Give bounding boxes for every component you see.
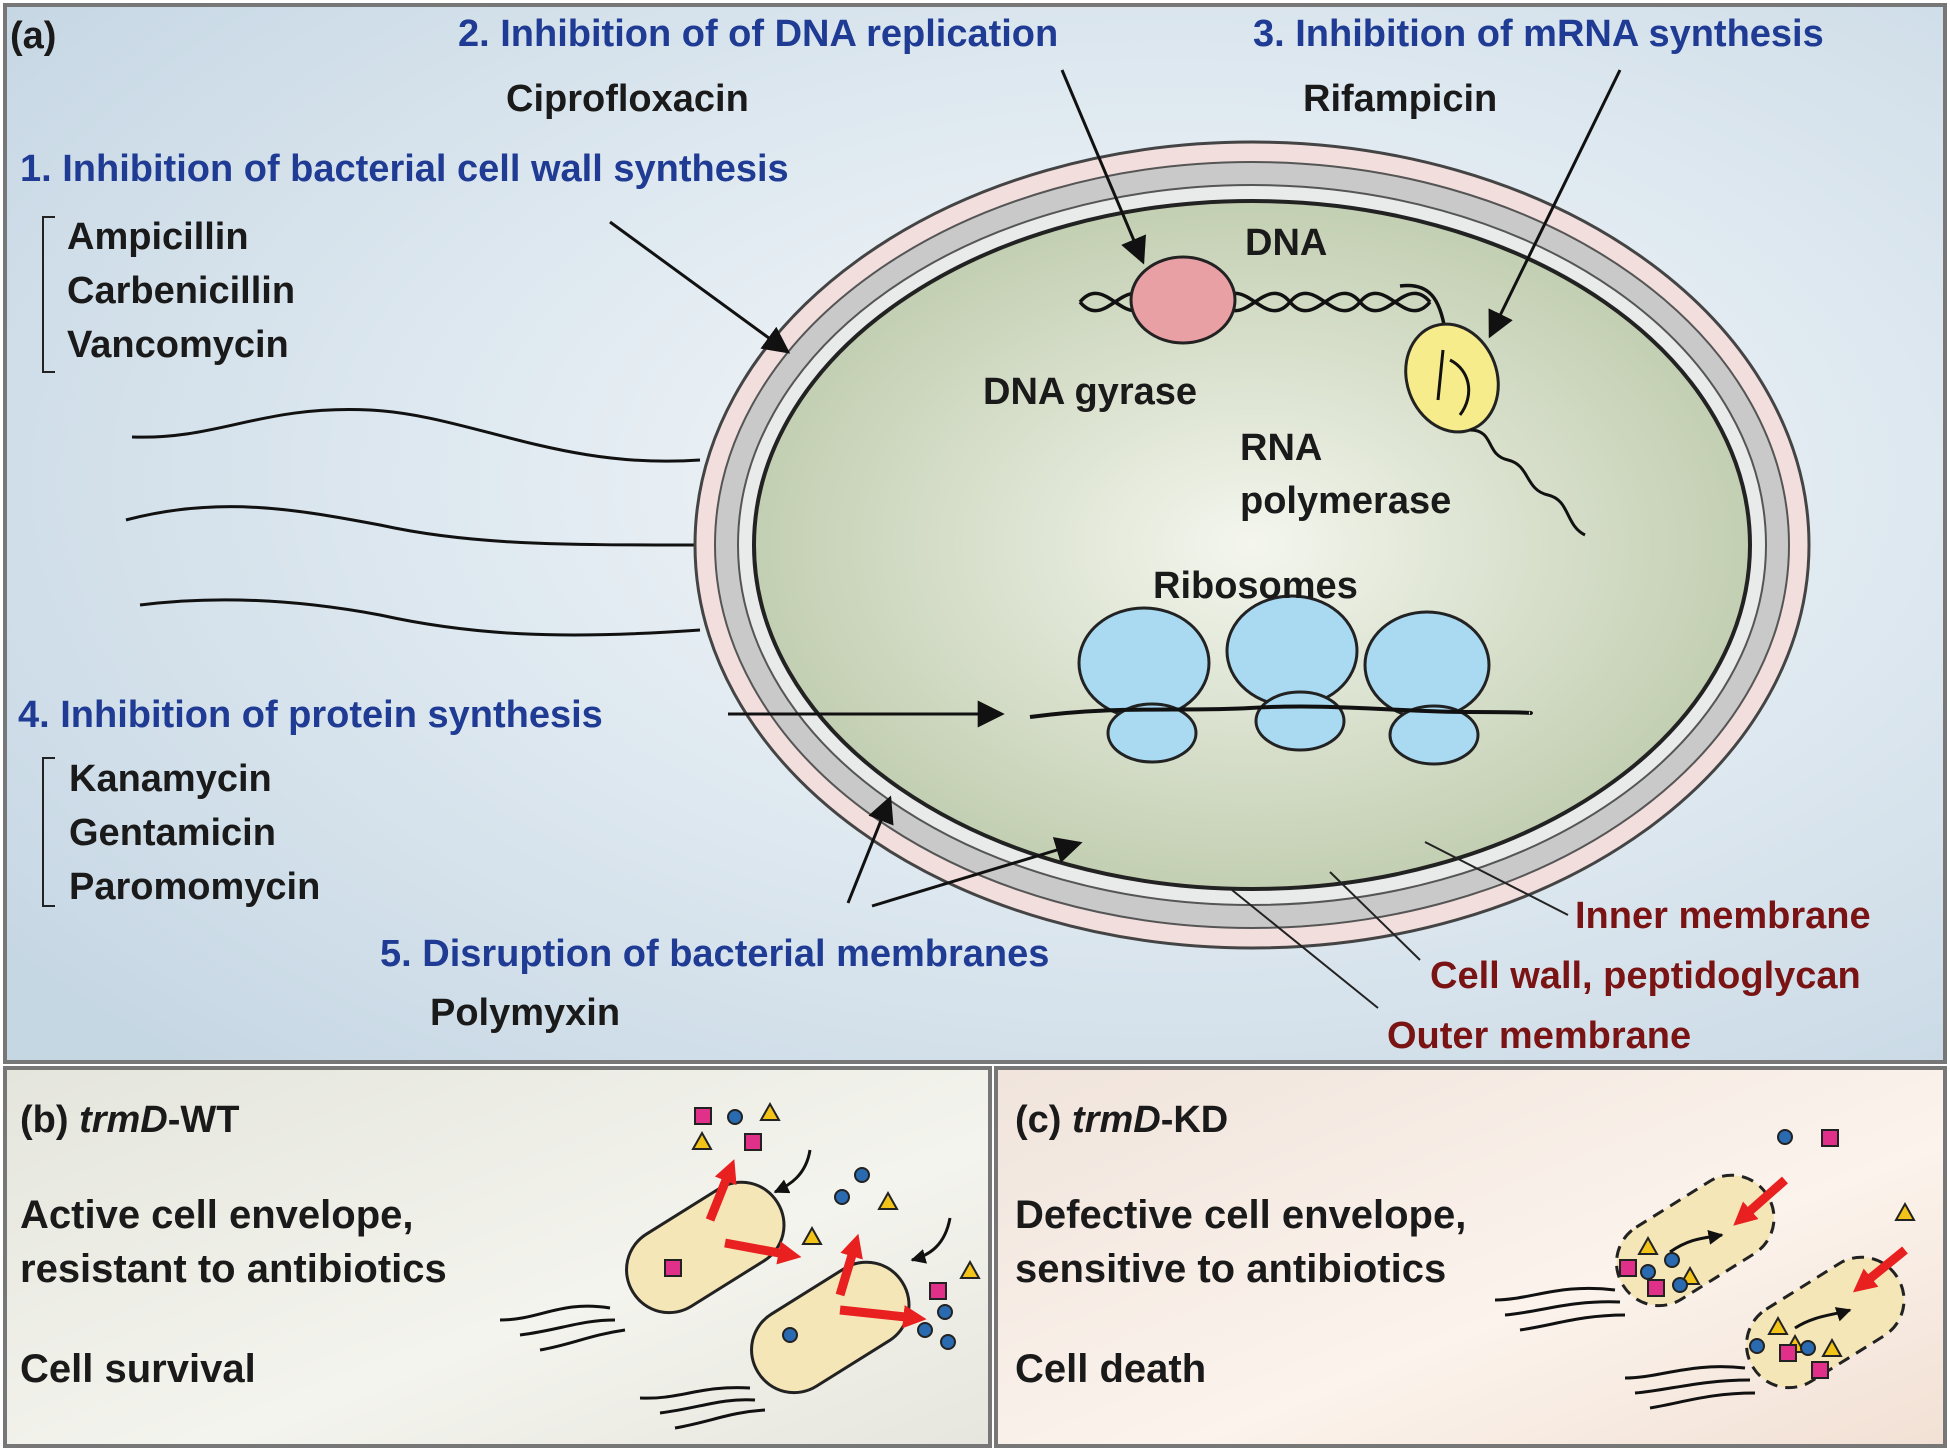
arrow-dna-gyrase [1060, 69, 1146, 265]
panel-b: (b) trmD-WT Active cell envelope, resist… [3, 1066, 992, 1448]
arrow-rna-polymerase [1488, 69, 1622, 339]
panel-b-outcome: Cell survival [20, 1347, 256, 1391]
ribosome-large-3 [1363, 610, 1491, 720]
ribosome-large-2 [1225, 594, 1359, 708]
panel-a: (a) [3, 3, 1947, 1064]
arrow-cell-wall [609, 220, 791, 354]
drug-kanamycin: Kanamycin [69, 758, 272, 800]
panel-a-label: (a) [10, 15, 56, 57]
panel-b-desc-2: resistant to antibiotics [20, 1247, 447, 1291]
flagella [125, 408, 701, 637]
drug-vancomycin: Vancomycin [67, 324, 289, 366]
mechanism-2-title: 2. Inhibition of of DNA replication [458, 13, 1058, 55]
ribosomes [1077, 594, 1491, 766]
mrna-strand [1436, 349, 1586, 537]
dna-gyrase [1129, 255, 1237, 345]
bacterium-wt-2 [750, 1260, 911, 1395]
bacteria-kd [1494, 1129, 1916, 1410]
drug-gentamicin: Gentamicin [69, 812, 276, 854]
arrow-membrane-outer [846, 795, 894, 904]
layer-leader-lines [1231, 841, 1569, 1009]
panel-c-desc-1: Defective cell envelope, [1015, 1193, 1466, 1237]
panel-c-desc-2: sensitive to antibiotics [1015, 1247, 1446, 1291]
bacteria-wt [499, 1101, 981, 1430]
drug-paromomycin: Paromomycin [69, 866, 320, 908]
drug-ampicillin: Ampicillin [67, 216, 249, 258]
bacterium-wt-1 [625, 1180, 786, 1315]
label-inner-membrane: Inner membrane [1575, 895, 1871, 937]
ribosome-small-2 [1254, 690, 1346, 752]
drug-polymyxin: Polymyxin [430, 992, 620, 1034]
ribosome-mrna [1029, 704, 1533, 719]
mechanism-3-title: 3. Inhibition of mRNA synthesis [1253, 13, 1824, 55]
mechanism-1-title: 1. Inhibition of bacterial cell wall syn… [20, 148, 789, 190]
label-dna-gyrase: DNA gyrase [983, 371, 1197, 413]
panel-c-outcome: Cell death [1015, 1347, 1206, 1391]
panel-c-title: (c) trmD-KD [1015, 1099, 1228, 1141]
panel-b-title: (b) trmD-WT [20, 1099, 240, 1141]
mechanism-5-title: 5. Disruption of bacterial membranes [380, 933, 1049, 975]
drug-rifampicin: Rifampicin [1303, 78, 1497, 120]
bracket-cell-wall-drugs [42, 216, 55, 373]
panel-b-desc-1: Active cell envelope, [20, 1193, 414, 1237]
ribosome-small-3 [1388, 704, 1480, 766]
bracket-protein-drugs [42, 757, 55, 907]
ribosome-small-1 [1106, 702, 1198, 764]
ribosome-large-1 [1077, 606, 1211, 720]
mechanism-arrows [609, 69, 1622, 908]
mechanism-4-title: 4. Inhibition of protein synthesis [18, 694, 603, 736]
label-dna: DNA [1245, 222, 1327, 264]
drug-carbenicillin: Carbenicillin [67, 270, 295, 312]
panel-c: (c) trmD-KD Defective cell envelope, sen… [994, 1066, 1947, 1448]
arrow-membrane-inner [871, 837, 1083, 908]
label-cell-wall: Cell wall, peptidoglycan [1430, 955, 1861, 997]
label-rna-polymerase-2: polymerase [1240, 480, 1451, 522]
drug-ciprofloxacin: Ciprofloxacin [506, 78, 749, 120]
panel-b-background [3, 1066, 992, 1448]
label-outer-membrane: Outer membrane [1387, 1015, 1691, 1057]
label-rna-polymerase-1: RNA [1240, 427, 1322, 469]
label-ribosomes: Ribosomes [1153, 565, 1358, 607]
